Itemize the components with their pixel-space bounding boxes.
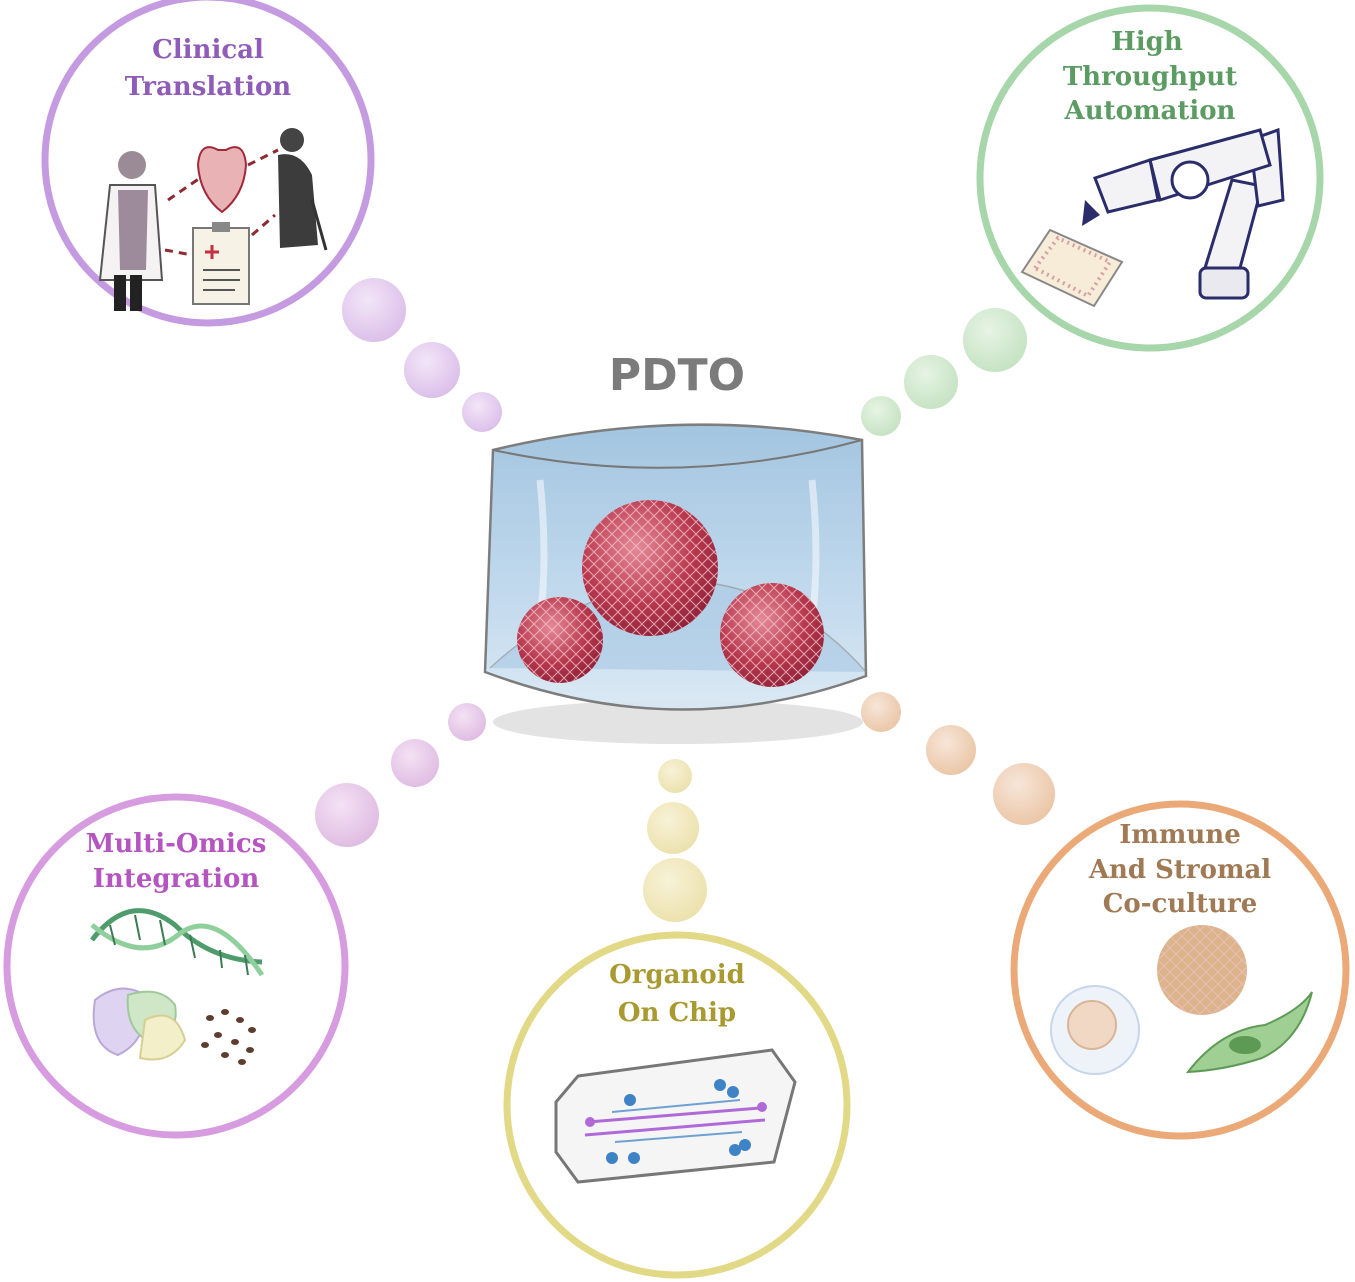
node-immune-stromal-coculture: Immune And Stromal Co-culture [1010, 800, 1350, 1140]
node-multi-omics-integration: Multi-Omics Integration [3, 793, 349, 1139]
clinical-label-line2: Translation [125, 72, 291, 102]
stromal-organoid-icon [1157, 925, 1247, 1015]
connector-bubbles-omics [315, 703, 486, 847]
omics-label-line1: Multi-Omics [86, 829, 267, 859]
node-clinical-translation: Clinical Translation [41, 0, 375, 327]
protein-blobs-icon [92, 987, 187, 1061]
fibroblast-icon [1185, 991, 1313, 1074]
connector-bubbles-chip [643, 759, 707, 922]
robot-arm-icon [1082, 127, 1285, 300]
coculture-label-line2: And Stromal [1088, 855, 1271, 885]
connector-bubbles-coculture [861, 692, 1055, 825]
clinical-label-line1: Clinical [152, 35, 264, 65]
omics-label-line2: Integration [93, 864, 260, 894]
metabolite-dots-icon [201, 1009, 256, 1065]
automation-label-line1: High [1111, 27, 1183, 57]
chip-label-line1: Organoid [609, 960, 745, 990]
node-high-throughput-automation: High Throughput Automation [976, 4, 1324, 352]
coculture-label-line1: Immune [1119, 820, 1241, 850]
automation-label-line3: Automation [1064, 96, 1236, 126]
chip-label-line2: On Chip [618, 998, 736, 1028]
coculture-label-line3: Co-culture [1103, 889, 1258, 919]
dna-icon [90, 908, 265, 977]
node-organoid-on-chip: Organoid On Chip [503, 931, 851, 1279]
automation-label-line2: Throughput [1063, 62, 1237, 92]
organoid-left [517, 597, 603, 683]
immune-cell-icon [1050, 985, 1140, 1075]
connector-bubbles-automation [861, 308, 1027, 436]
organoid-right [720, 583, 824, 687]
clinician-patient-icon [98, 128, 328, 311]
well-plate-icon [1020, 228, 1124, 308]
pdto-title: PDTO [609, 350, 745, 401]
microfluidic-chip-icon [554, 1048, 797, 1184]
organoid-large [582, 500, 718, 636]
connector-bubbles-clinical [342, 278, 502, 432]
